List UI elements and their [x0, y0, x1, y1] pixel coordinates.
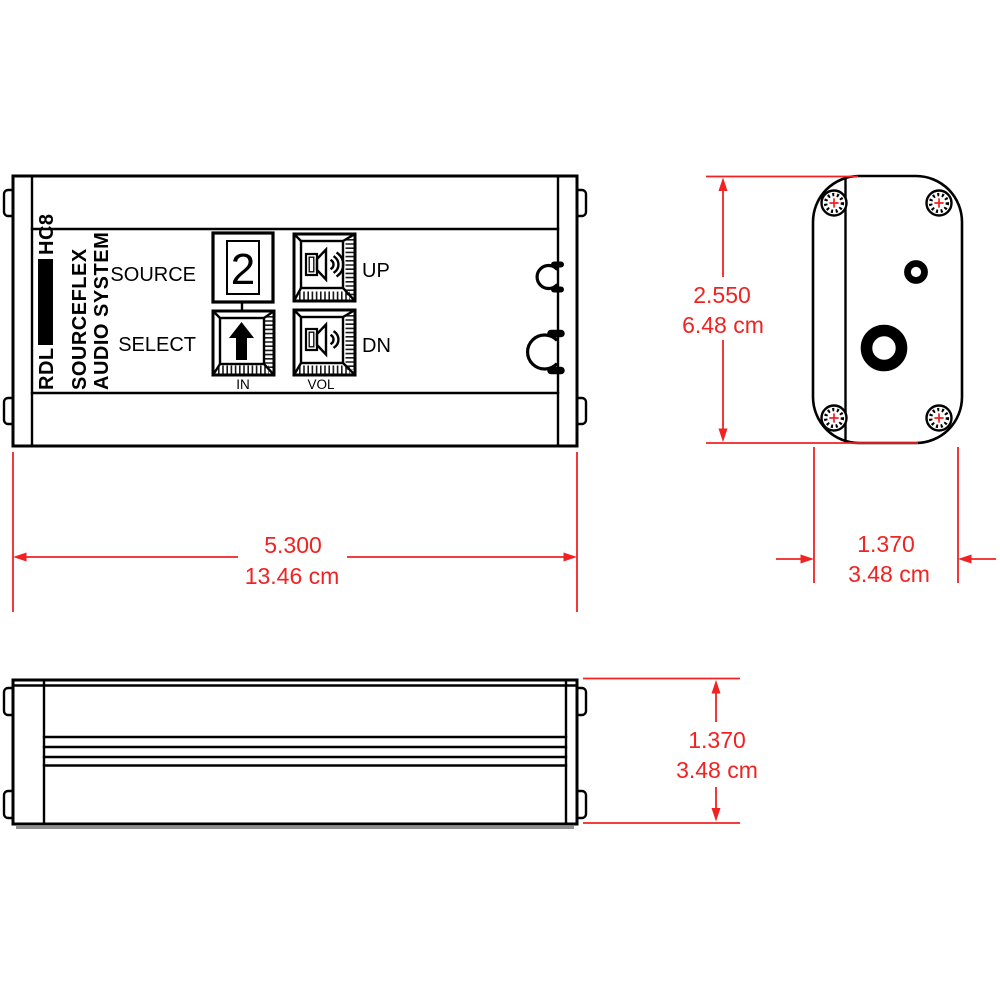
source-label: SOURCE — [110, 264, 196, 286]
extrusion-grooves — [42, 735, 568, 767]
source-display-value: 2 — [231, 245, 255, 294]
screw-icon — [820, 404, 848, 432]
speaker-loud-icon — [304, 246, 345, 283]
cable-clip-small-icon — [535, 261, 564, 293]
dim-length-inches: 5.300 — [264, 532, 322, 558]
dim-length: 5.300 13.46 cm — [12, 452, 578, 612]
dim-height-inches: 2.550 — [693, 282, 751, 308]
select-button — [211, 309, 276, 377]
brand-label: RDL HC8 SOURCEFLEX AUDIO SYSTEM — [36, 213, 113, 390]
in-label: IN — [236, 377, 250, 392]
volume-down-button — [292, 308, 357, 377]
dim-depth-side: 1.370 3.48 cm — [583, 677, 758, 824]
cable-clip-large-icon — [525, 329, 565, 375]
brand-line1: SOURCEFLEX — [69, 248, 91, 390]
source-display: 2 — [211, 231, 275, 304]
bottom-view — [2, 678, 588, 829]
brand-model: HC8 — [36, 213, 58, 255]
brand-rdl: RDL — [36, 347, 58, 390]
dn-label: DN — [362, 335, 391, 357]
speaker-soft-icon — [304, 321, 340, 358]
small-hole — [904, 260, 928, 284]
large-hole — [860, 324, 908, 372]
dim-depth-side-inches: 1.370 — [688, 727, 746, 753]
up-label: UP — [362, 260, 390, 282]
select-label: SELECT — [118, 334, 196, 356]
dim-height: 2.550 6.48 cm — [682, 175, 918, 444]
brand-line2: AUDIO SYSTEM — [91, 232, 113, 390]
dim-depth-end-cm: 3.48 cm — [848, 561, 930, 587]
screw-icon — [925, 189, 953, 217]
arrow-up-icon — [229, 322, 254, 360]
screw-icon — [925, 404, 953, 432]
brand-bar — [38, 259, 53, 345]
end-view — [811, 174, 964, 445]
front-view: RDL HC8 SOURCEFLEX AUDIO SYSTEM SOURCE S… — [2, 174, 588, 448]
dim-depth-end: 1.370 3.48 cm — [776, 447, 996, 587]
screw-icon — [820, 189, 848, 217]
dim-depth-side-cm: 3.48 cm — [676, 757, 758, 783]
side-chassis — [11, 678, 579, 826]
vol-label: VOL — [307, 377, 335, 392]
dim-height-cm: 6.48 cm — [682, 312, 764, 338]
dim-length-cm: 13.46 cm — [245, 563, 340, 589]
volume-up-button — [292, 232, 357, 303]
dim-depth-end-inches: 1.370 — [857, 531, 915, 557]
